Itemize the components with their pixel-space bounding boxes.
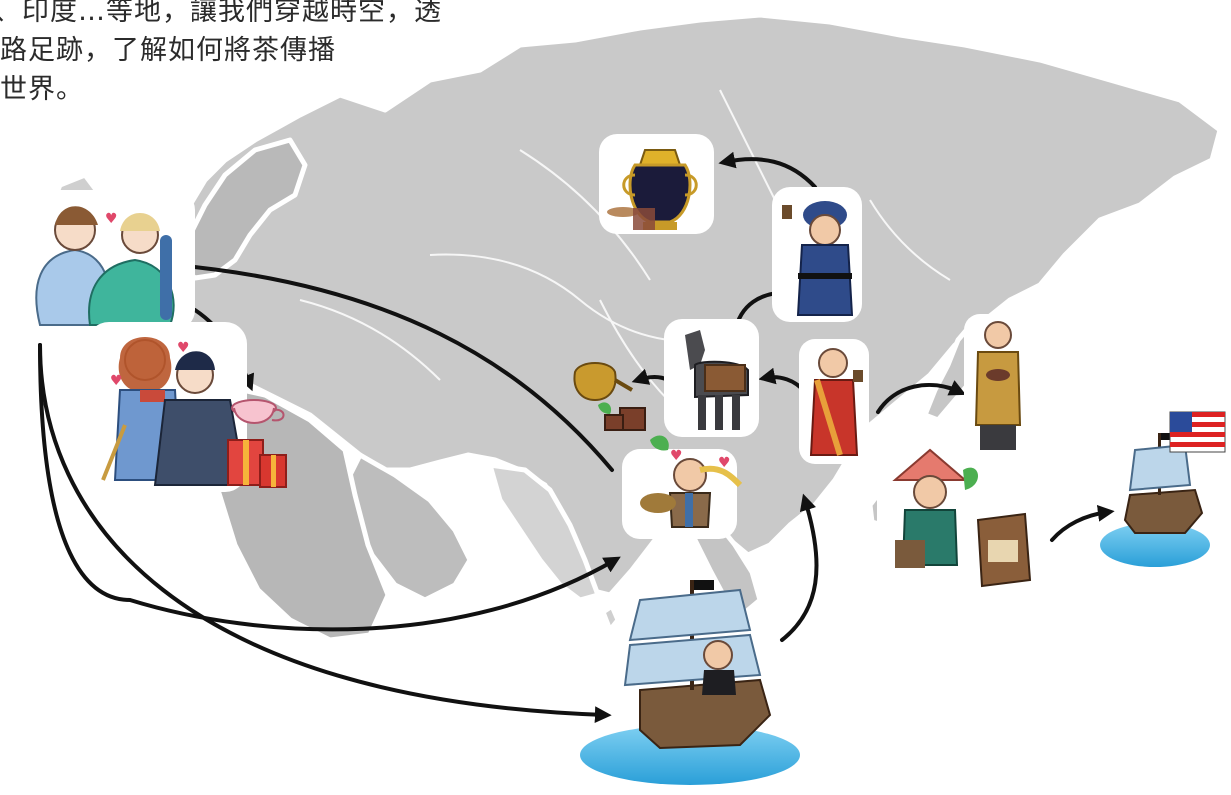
tea-leaf	[650, 435, 669, 451]
teacup-icon	[231, 399, 285, 424]
dutch-ship-icon	[580, 580, 800, 785]
tea-monk-icon	[799, 339, 869, 464]
landmass-sri-lanka	[600, 603, 621, 633]
intro-line-2: 路足跡，了解如何將茶傳播	[0, 35, 336, 66]
gift-boxes-icon	[227, 439, 287, 488]
us-flag-icon	[1169, 411, 1226, 453]
samovar-icon	[599, 134, 714, 234]
english-ladies-tea-icon: ♥	[15, 190, 195, 330]
svg-text:♥: ♥	[177, 340, 190, 356]
tea-picker-girl-icon	[877, 442, 978, 582]
japanese-monk-icon	[964, 314, 1032, 454]
landmass-india	[487, 462, 601, 603]
mongol-man-icon	[772, 187, 862, 322]
svg-text:♥: ♥	[670, 448, 683, 464]
european-couple-icon: ♥ ♥	[87, 322, 247, 492]
american-ship-icon	[1100, 433, 1210, 567]
route-arrows	[38, 151, 1115, 724]
svg-text:♥: ♥	[718, 455, 731, 471]
landmass-scandinavia	[172, 137, 308, 281]
arrow-mongol-to-samovar	[718, 151, 817, 189]
svg-text:♥: ♥	[110, 373, 123, 389]
tea-leaf	[598, 402, 612, 414]
arrow-europe-to-india	[38, 343, 621, 632]
arrow-europe-to-ship	[38, 343, 612, 724]
arrow-china-to-japan	[876, 380, 967, 414]
intro-line-3: 世界。	[0, 74, 84, 105]
intro-line-1: 、印度…等地，讓我們穿越時空，透	[0, 0, 442, 27]
arrow-india-to-britain	[168, 257, 614, 472]
tea-bag-icon	[966, 506, 1036, 591]
arrow-taiwan-to-usa	[1050, 504, 1115, 542]
teapot-pour-icon	[573, 362, 646, 431]
intro-text: 、印度…等地，讓我們穿越時空，透 路足跡，了解如何將茶傳播 世界。	[0, 0, 520, 109]
traveler-icon: ♥ ♥	[622, 448, 743, 539]
arrow-ship-to-china	[780, 493, 819, 642]
svg-text:♥: ♥	[105, 211, 118, 227]
pack-horse-icon	[664, 319, 759, 437]
